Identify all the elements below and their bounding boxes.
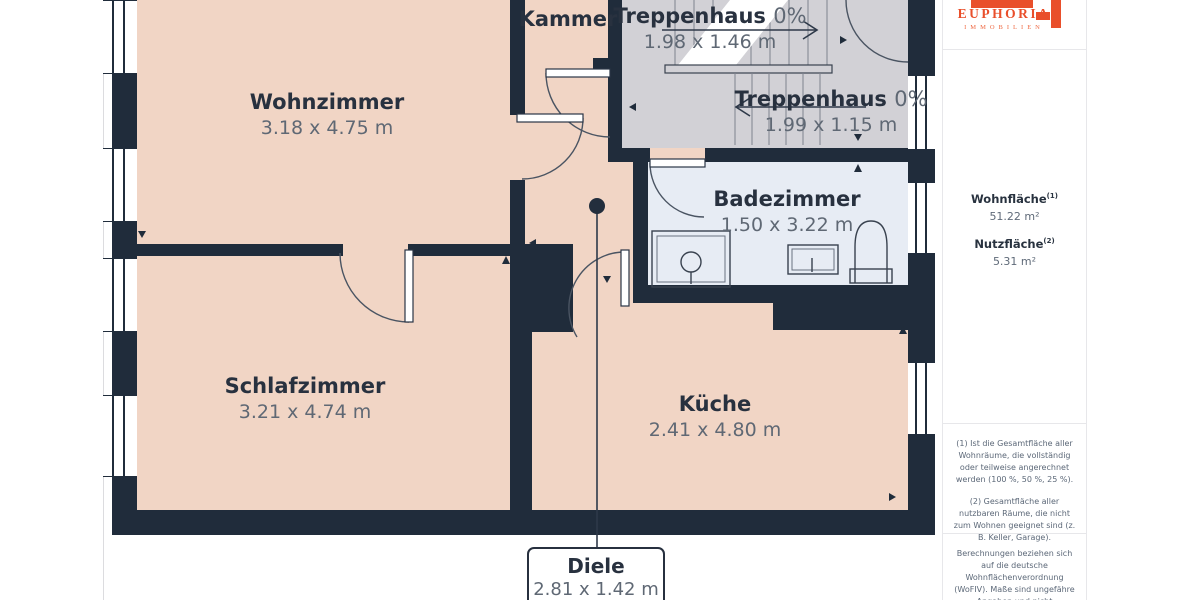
room-name: Treppenhaus [613, 4, 766, 29]
area-label-wohnflaeche: Wohnfläche(1) [971, 191, 1058, 206]
wall [408, 244, 510, 256]
wall [510, 0, 525, 115]
room-name: Diele [567, 554, 625, 578]
door-leaves [404, 68, 706, 323]
wall [137, 244, 343, 256]
wall [908, 433, 935, 510]
wall [510, 244, 573, 332]
wall [112, 475, 137, 515]
disclaimer: Berechnungen beziehen sich auf die deuts… [943, 534, 1086, 600]
room-dims: 3.21 x 4.74 m [238, 400, 372, 423]
room-label-badezimmer: Badezimmer 1.50 x 3.22 m [713, 187, 860, 237]
toilet-icon [849, 220, 893, 284]
window [103, 395, 137, 477]
brand-logo-fragment [971, 0, 1033, 8]
door-leaf [516, 113, 584, 123]
room-name: Kammer [518, 7, 618, 32]
stair-break-line [678, 0, 788, 65]
door-arc-kammer [545, 72, 611, 138]
window [908, 75, 935, 150]
room-share: 0% [894, 87, 928, 112]
room-dims: 1.98 x 1.46 m [643, 30, 777, 53]
window [908, 182, 935, 254]
door-leaf [620, 249, 630, 307]
door-leaf [404, 249, 414, 323]
disclaimer-text: Berechnungen beziehen sich auf die deuts… [954, 549, 1075, 600]
wall [112, 72, 137, 148]
footnote-2: (2) Gesamtfläche aller nutzbaren Räume, … [953, 497, 1076, 542]
area-value-nutzflaeche: 5.31 m² [992, 254, 1037, 268]
door-arc-stairwell [845, 0, 909, 63]
room-label-treppenhaus-oben: Treppenhaus 0% 1.98 x 1.46 m [613, 4, 806, 54]
door-arc-schlafzimmer [339, 252, 410, 323]
stairs-lower-run [734, 73, 866, 145]
window [103, 148, 137, 222]
room-label-treppenhaus-unten: Treppenhaus 0% 1.99 x 1.15 m [734, 87, 927, 137]
footnote-1: (1) Ist die Gesamtfläche aller Wohnräume… [955, 439, 1074, 484]
room-label-kueche: Küche 2.41 x 4.80 m [649, 392, 781, 442]
wall [112, 330, 137, 395]
room-share: 0% [773, 4, 807, 29]
wall [510, 332, 532, 510]
room-callout-diele: Diele 2.81 x 1.42 m [527, 547, 665, 600]
wall [608, 0, 622, 148]
footnote-ref: (2) [1043, 236, 1055, 245]
measure-markers [125, 36, 907, 506]
window [908, 362, 935, 435]
wall [908, 252, 935, 362]
area-summary: Wohnfläche(1) 51.22 m² Nutzfläche(2) 5.3… [943, 50, 1086, 424]
brand-logo-fragment [1051, 0, 1061, 28]
area-value-wohnflaeche: 51.22 m² [989, 209, 1040, 223]
door-leaf [649, 158, 706, 168]
room-name: Küche [678, 392, 752, 417]
door-arc-badezimmer [649, 162, 705, 218]
brand-logo-fragment [1036, 12, 1050, 20]
room-dims: 2.41 x 4.80 m [648, 418, 782, 441]
brand-name: EUPHORIA [957, 6, 1051, 21]
bathroom-fixtures [651, 220, 893, 288]
brand-subtitle: IMMOBILIEN [964, 24, 1044, 31]
room-dims: 1.99 x 1.15 m [764, 113, 898, 136]
door-leaf [545, 68, 611, 78]
floor-bathroom [648, 162, 908, 285]
stairs-upper-run [662, 0, 828, 65]
wall [908, 0, 935, 75]
room-name: Schlafzimmer [224, 374, 386, 399]
room-label-kammer: Kammer [519, 7, 618, 33]
area-label-nutzflaeche: Nutzfläche(2) [974, 236, 1055, 251]
room-name: Wohnzimmer [249, 90, 405, 115]
door-arc-wohnzimmer [521, 117, 584, 180]
wall [633, 162, 648, 303]
plan-annotations [125, 0, 909, 549]
door-arc-kueche [568, 251, 626, 338]
sink-icon [787, 244, 839, 275]
room-name: Badezimmer [713, 187, 861, 212]
brand-header: EUPHORIA IMMOBILIEN [943, 0, 1086, 50]
footnotes: (1) Ist die Gesamtfläche aller Wohnräume… [943, 424, 1086, 542]
room-dims: 3.18 x 4.75 m [260, 116, 394, 139]
shower-icon [651, 230, 731, 288]
room-label-wohnzimmer: Wohnzimmer 3.18 x 4.75 m [250, 90, 405, 140]
stair-landing [664, 64, 833, 74]
footnote-ref: (1) [1046, 191, 1058, 200]
window [103, 0, 137, 74]
wall [112, 510, 935, 535]
room-dims: 1.50 x 3.22 m [720, 213, 854, 236]
room-dims: 2.81 x 1.42 m [533, 579, 659, 600]
wall [510, 180, 525, 244]
room-label-schlafzimmer: Schlafzimmer 3.21 x 4.74 m [225, 374, 386, 424]
window [103, 258, 137, 332]
room-name: Treppenhaus [734, 87, 887, 112]
wall [112, 220, 137, 258]
wall [773, 285, 908, 330]
wall [705, 148, 908, 162]
wall [608, 148, 650, 162]
wall [908, 148, 935, 182]
callout-dot [589, 198, 605, 214]
info-sidebar: EUPHORIA IMMOBILIEN Wohnfläche(1) 51.22 … [942, 0, 1087, 600]
